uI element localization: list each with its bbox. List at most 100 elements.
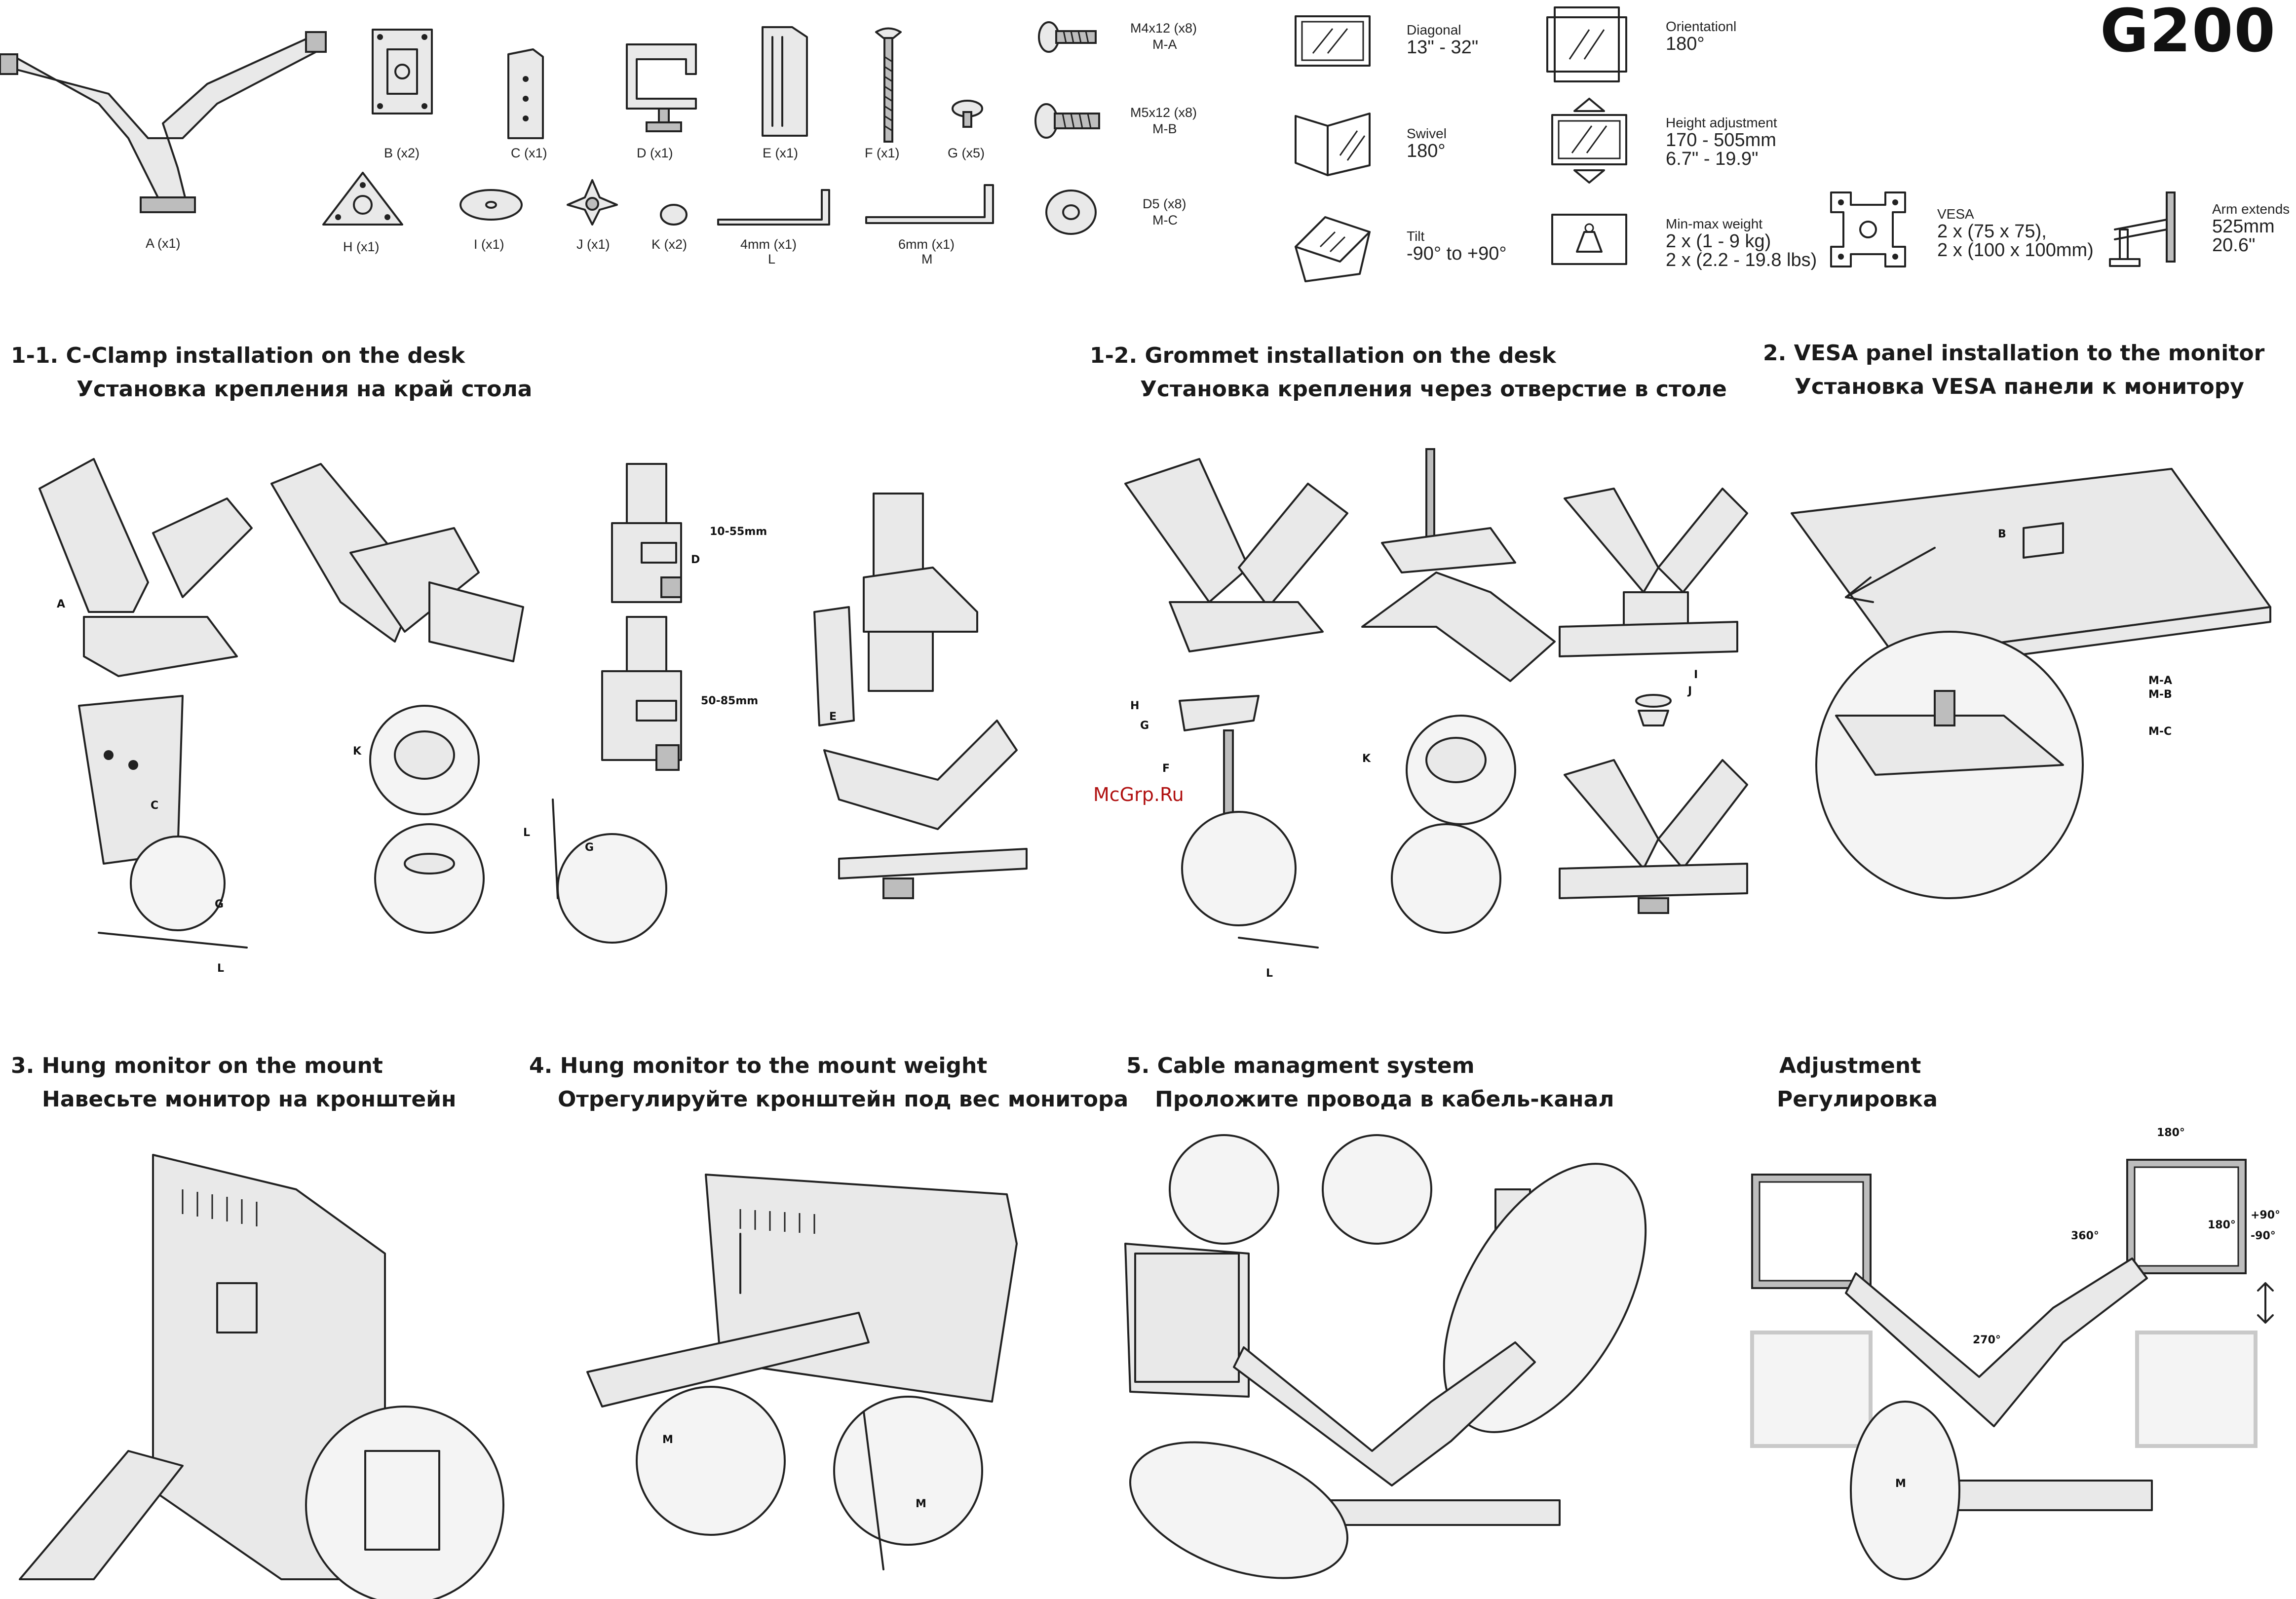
arm-extends-icon — [2109, 191, 2176, 267]
callout-adj180a: 180° — [2157, 1127, 2185, 1139]
part-b-drawing — [372, 29, 433, 114]
part-l-label: 4mm (x1) — [740, 237, 797, 252]
vesa-icon — [1830, 191, 1906, 267]
part-g-drawing — [952, 100, 983, 128]
weight-adjust-fig — [586, 1174, 1018, 1570]
section-5-title: 5. Cable managment system — [1126, 1053, 1475, 1078]
vesa-value2: 2 x (100 x 100mm) — [1937, 240, 2094, 261]
screw-ma-sub: M-A — [1152, 37, 1177, 52]
part-l-sub: L — [768, 252, 776, 266]
part-d-label: D (x1) — [637, 146, 673, 160]
arm-value2: 20.6" — [2212, 235, 2256, 256]
part-m-drawing — [865, 184, 994, 224]
callout-vma: M-A — [2148, 675, 2173, 687]
screw-mb-drawing — [1034, 103, 1100, 139]
callout-g2: G — [585, 841, 594, 854]
watermark: McGrp.Ru — [1093, 784, 1184, 805]
tilt-title: Tilt — [1407, 228, 1425, 244]
swivel-value: 180° — [1407, 141, 1446, 161]
callout-gh: H — [1130, 700, 1140, 712]
clamp-fig-1 — [38, 458, 253, 949]
swivel-icon — [1295, 113, 1371, 176]
orientation-icon — [1546, 6, 1627, 82]
part-a-drawing — [0, 31, 327, 213]
section-3-subtitle: Навесьте монитор на кронштейн — [42, 1087, 457, 1112]
brand-logo: G200 — [2100, 0, 2276, 66]
section-2-subtitle: Установка VESA панели к монитору — [1795, 374, 2244, 399]
part-j-drawing — [567, 179, 618, 226]
grommet-fig-1 — [1124, 458, 1348, 949]
callout-adj180b: 180° — [2208, 1219, 2236, 1231]
clamp-fig-3 — [552, 463, 682, 944]
callout-gf: F — [1162, 762, 1170, 775]
section-4-subtitle: Отрегулируйте кронштейн под вес монитора — [558, 1087, 1129, 1112]
weight-title: Min-max weight — [1666, 216, 1763, 231]
part-g-label: G (x5) — [948, 146, 985, 160]
callout-gj: J — [1688, 685, 1692, 697]
section-5-subtitle: Проложите провода в кабель-канал — [1155, 1087, 1614, 1112]
callout-am: M — [1895, 1478, 1906, 1490]
vesa-value1: 2 x (75 x 75), — [1937, 221, 2047, 242]
arm-title: Arm extends — [2212, 201, 2290, 217]
part-f-drawing — [875, 27, 902, 143]
callout-wm: M — [662, 1434, 673, 1446]
callout-adj360: 360° — [2071, 1230, 2099, 1242]
clamp-fig-2 — [270, 463, 524, 934]
arm-value1: 525mm — [2212, 216, 2275, 237]
callout-a: A — [57, 598, 66, 610]
part-c-drawing — [507, 48, 544, 139]
callout-range1: 10-55mm — [710, 526, 767, 538]
washer-mc-sub: M-C — [1152, 213, 1178, 228]
grommet-fig-2 — [1361, 448, 1556, 934]
swivel-title: Swivel — [1407, 126, 1447, 141]
section-1-2-subtitle: Установка крепления через отверстие в ст… — [1140, 377, 1727, 402]
part-b-label: B (x2) — [384, 146, 420, 160]
callout-adj270: 270° — [1973, 1334, 2001, 1346]
part-k-drawing — [660, 204, 688, 226]
section-1-1-subtitle: Установка крепления на край стола — [77, 377, 533, 402]
vesa-title: VESA — [1937, 206, 1974, 222]
height-icon — [1551, 98, 1627, 184]
section-4-title: 4. Hung monitor to the mount weight — [529, 1053, 988, 1078]
part-j-label: J (x1) — [576, 237, 610, 252]
section-adjust-subtitle: Регулировка — [1777, 1087, 1938, 1112]
callout-l2: L — [523, 827, 531, 839]
part-f-label: F (x1) — [865, 146, 900, 160]
callout-e: E — [829, 711, 837, 723]
weight-value1: 2 x (1 - 9 kg) — [1666, 231, 1771, 252]
washer-mc-drawing — [1045, 190, 1097, 235]
section-2-title: 2. VESA panel installation to the monito… — [1763, 341, 2265, 366]
weight-icon — [1551, 214, 1627, 265]
part-l-drawing — [717, 189, 830, 226]
height-value2: 6.7" - 19.9" — [1666, 149, 1759, 169]
callout-adjp90: +90° — [2251, 1209, 2281, 1221]
part-h-label: H (x1) — [343, 239, 380, 254]
cable-fig — [1124, 1134, 1647, 1579]
grommet-fig-3 — [1559, 488, 1748, 914]
callout-g: G — [215, 898, 224, 911]
diagonal-title: Diagonal — [1407, 22, 1461, 38]
section-adjust-title: Adjustment — [1779, 1053, 1921, 1078]
part-c-label: C (x1) — [511, 146, 547, 160]
callout-vb: B — [1998, 528, 2006, 540]
orientation-title: Orientationl — [1666, 19, 1737, 34]
part-a-label: A (x1) — [146, 236, 181, 251]
callout-wm2: M — [916, 1498, 926, 1510]
callout-gg: G — [1140, 720, 1149, 732]
screw-ma-label: M4x12 (x8) — [1130, 21, 1197, 36]
orientation-value: 180° — [1666, 34, 1705, 54]
callout-vmc: M-C — [2148, 725, 2172, 738]
diagonal-value: 13" - 32" — [1407, 37, 1479, 58]
tilt-value: -90° to +90° — [1407, 243, 1507, 264]
callout-l: L — [217, 962, 225, 975]
callout-gl: L — [1266, 967, 1273, 980]
part-e-drawing — [762, 26, 808, 137]
callout-k: K — [353, 745, 362, 758]
part-d-drawing — [626, 43, 697, 132]
clamp-fig-4 — [813, 493, 1028, 899]
height-value1: 170 - 505mm — [1666, 130, 1776, 151]
section-1-1-title: 1-1. C-Clamp installation on the desk — [11, 343, 465, 368]
callout-c: C — [151, 800, 159, 812]
part-m-label: 6mm (x1) — [898, 237, 955, 252]
hang-fig — [19, 1154, 504, 1599]
